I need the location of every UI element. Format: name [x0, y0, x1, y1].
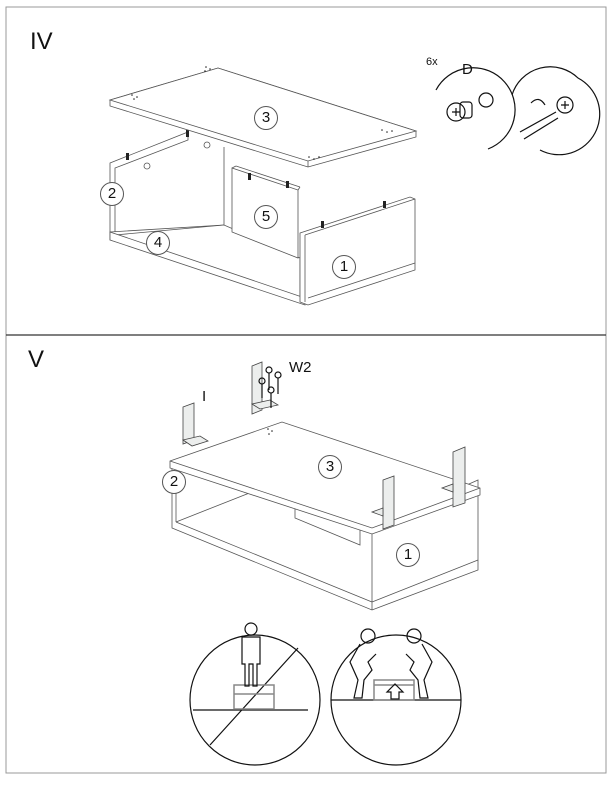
cam-lock-icon: [446, 102, 466, 122]
person-icon: [244, 622, 258, 636]
screw-icon: [258, 366, 282, 408]
part-label-3: 3: [254, 106, 278, 130]
part-label-2: 2: [162, 470, 186, 494]
part-label-1: 1: [332, 255, 356, 279]
part-label-1: 1: [396, 543, 420, 567]
page-frame: [5, 6, 607, 774]
wall-bracket-w2: [250, 361, 282, 415]
screw-label: W2: [289, 359, 312, 376]
two-person-lift-instruction: [330, 628, 462, 766]
part-label-5: 5: [254, 205, 278, 229]
bracket-label: I: [202, 388, 207, 405]
cam-lock-detail: [435, 66, 601, 156]
panel-1: [299, 196, 416, 306]
part-label-2: 2: [100, 182, 124, 206]
step-number-v: V: [28, 346, 45, 373]
person-icon: [360, 628, 376, 644]
part-label-3: 3: [318, 455, 342, 479]
person-icon: [406, 628, 422, 644]
step-number-iv: IV: [30, 28, 53, 55]
no-standing-warning: [189, 622, 321, 766]
step-v-assembly: [169, 361, 481, 766]
screwdriver-icon: [519, 111, 559, 140]
quantity-label: 6x: [426, 56, 438, 68]
part-label-4: 4: [146, 231, 170, 255]
fitting-label: D: [462, 61, 473, 78]
panel-2: [109, 131, 189, 233]
screw-head-icon: [556, 96, 574, 114]
arrow-up-icon: [385, 683, 405, 700]
bracket-i: [182, 402, 466, 530]
dowel-head-icon: [478, 92, 494, 108]
